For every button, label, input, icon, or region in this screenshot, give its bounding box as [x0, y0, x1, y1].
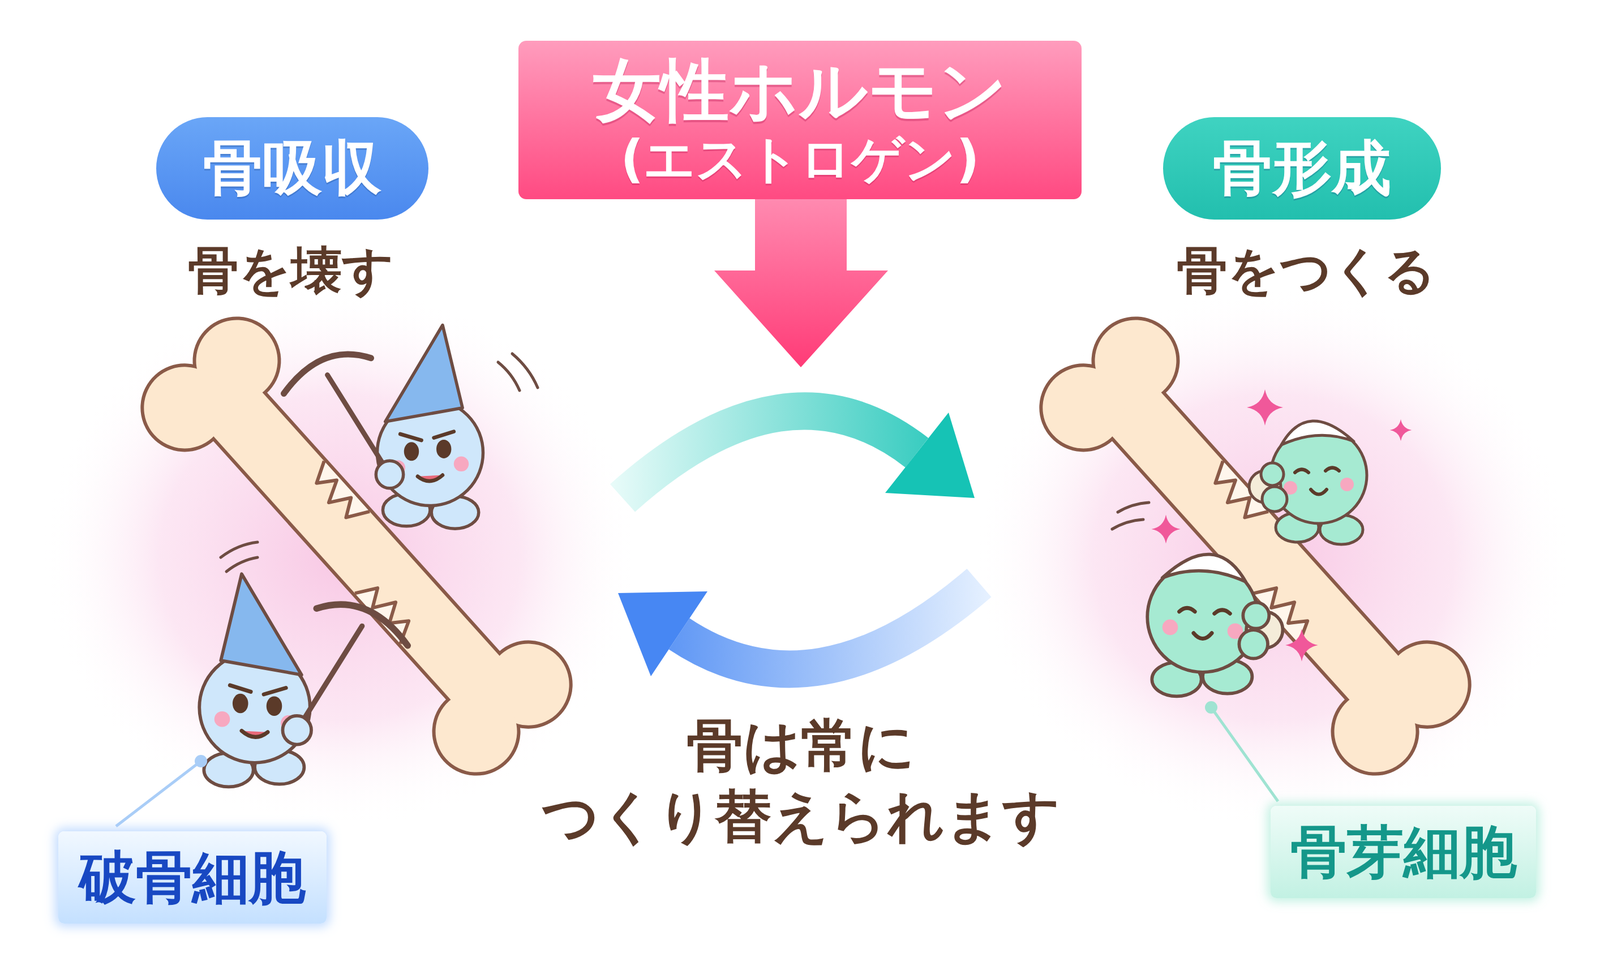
description: 骨を壊す — [187, 238, 394, 303]
pill-label: 骨形成 — [1212, 134, 1392, 203]
cell-name-tag: 破骨細胞 — [58, 831, 327, 924]
leader-dot — [1204, 701, 1218, 714]
cycle-arrow-shaft — [679, 582, 980, 669]
sparkle — [1246, 389, 1284, 426]
sparkle — [1151, 514, 1181, 544]
osteoclast-figure — [199, 573, 408, 787]
bone — [1026, 303, 1486, 790]
cycle-arrow-head — [618, 591, 708, 677]
cell-name: 破骨細胞 — [79, 844, 306, 911]
motion-lines — [220, 542, 258, 572]
cycle-arrow-shaft — [622, 410, 917, 499]
process-pill: 骨吸収 — [156, 117, 429, 220]
motion-lines — [498, 353, 538, 391]
down-arrow — [714, 199, 889, 368]
pill-label: 骨吸収 — [203, 134, 382, 203]
cycle-arrow-head — [885, 412, 975, 499]
leader-dot — [194, 755, 208, 768]
process-pill: 骨形成 — [1163, 117, 1441, 220]
leader-line — [116, 761, 201, 827]
bone — [127, 303, 587, 790]
osteoblast-figure — [1249, 421, 1367, 545]
cell-name: 骨芽細胞 — [1290, 819, 1517, 885]
pink-glow — [39, 285, 640, 830]
hormone-box: 女性ホルモン(エストロゲン) — [518, 40, 1082, 200]
hormone-subtitle: (エストロゲン) — [620, 129, 980, 189]
osteoblast-figure — [1147, 554, 1283, 697]
sparkle — [1285, 628, 1319, 662]
leader-line — [1211, 707, 1278, 802]
sparkle — [1390, 419, 1412, 441]
motion-lines — [1112, 502, 1149, 530]
description: 骨をつくる — [1176, 238, 1436, 303]
osteoclast-figure — [284, 325, 484, 530]
cell-name-tag: 骨芽細胞 — [1270, 805, 1537, 899]
pink-glow — [973, 285, 1574, 830]
center-note: 骨は常に つくり替えられます — [523, 710, 1079, 852]
hormone-title: 女性ホルモン — [593, 51, 1008, 130]
